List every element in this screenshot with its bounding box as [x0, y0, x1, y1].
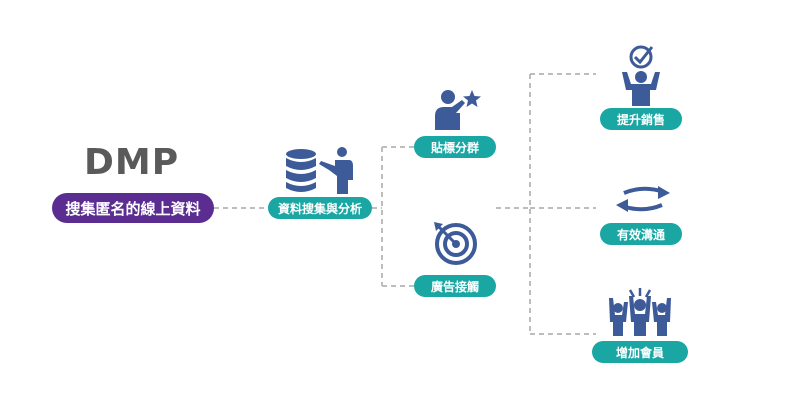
node-sales: 提升銷售 — [600, 108, 682, 130]
database-person-icon — [286, 147, 353, 194]
cycle-arrows-icon — [616, 186, 670, 212]
node-adtouch: 廣告接觸 — [414, 275, 496, 297]
person-star-icon — [435, 90, 481, 130]
node-communication: 有效溝通 — [600, 223, 682, 245]
target-icon — [434, 222, 477, 265]
node-collect: 資料搜集與分析 — [268, 197, 372, 219]
node-members: 增加會員 — [592, 341, 688, 363]
page-title: DMP — [84, 142, 180, 183]
crowd-icon — [609, 288, 671, 336]
raise-hand-check-icon — [622, 45, 660, 106]
node-tagging: 貼標分群 — [414, 136, 496, 158]
source-label: 搜集匿名的線上資料 — [52, 193, 214, 223]
